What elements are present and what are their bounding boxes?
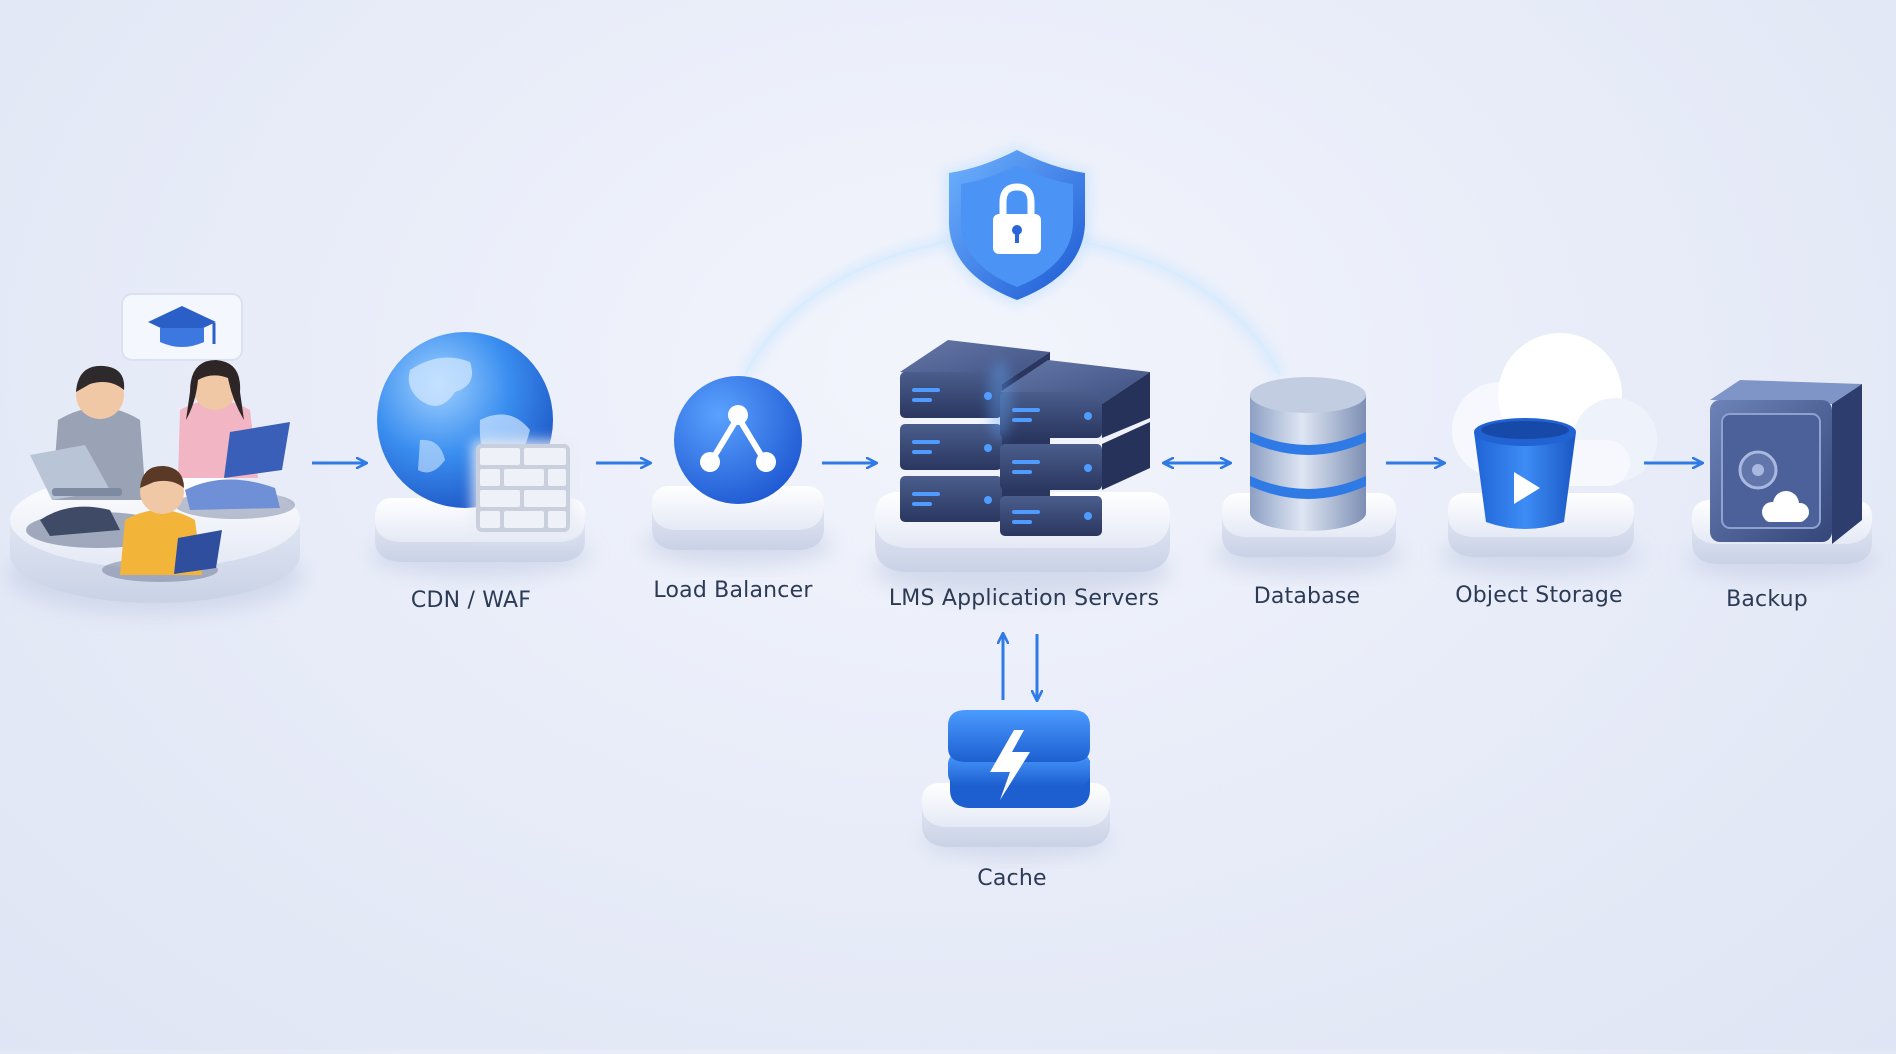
cache-label: Cache — [977, 866, 1047, 891]
edge-app-cache — [1003, 634, 1037, 700]
cache-node — [921, 710, 1111, 858]
database-icon — [1250, 377, 1366, 531]
load-balancer-label: Load Balancer — [653, 578, 813, 603]
play-icon — [1514, 472, 1540, 504]
cdn-waf-node — [370, 332, 590, 577]
lightning-icon — [948, 710, 1090, 808]
security-shield-icon — [944, 145, 1090, 305]
object-storage-node — [1440, 333, 1657, 575]
cloud-small-icon — [1762, 491, 1809, 522]
load-balancer-icon — [674, 376, 802, 504]
firewall-icon — [472, 440, 574, 536]
student-right — [175, 360, 295, 519]
server-rack-icon — [900, 340, 1150, 536]
database-node — [1213, 377, 1403, 575]
safe-icon — [1710, 380, 1862, 544]
backup-node — [1687, 380, 1877, 580]
storage-bucket-icon — [1474, 418, 1576, 529]
object-storage-label: Object Storage — [1455, 583, 1623, 608]
database-label: Database — [1253, 584, 1361, 609]
users-node — [7, 293, 303, 615]
graduation-cap-icon — [121, 293, 243, 361]
backup-label: Backup — [1726, 587, 1808, 612]
cdn-waf-label: CDN / WAF — [410, 588, 532, 613]
app-servers-node — [872, 340, 1172, 598]
app-servers-label: LMS Application Servers — [888, 586, 1160, 611]
load-balancer-node — [643, 376, 833, 565]
student-front — [102, 465, 222, 582]
